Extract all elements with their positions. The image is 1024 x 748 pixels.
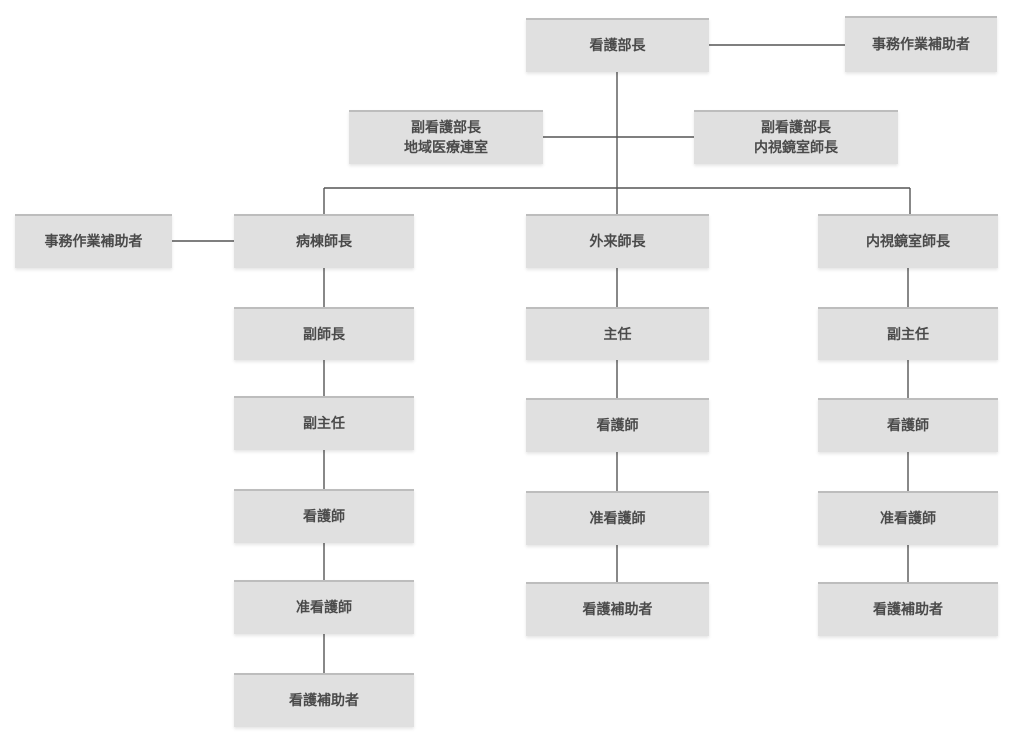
node-label: 准看護師 [880,511,936,527]
node-label: 准看護師 [296,600,352,616]
node-deputy-endoscopy: 副看護部長 内視鏡室師長 [694,110,898,164]
node-clerk-top: 事務作業補助者 [845,16,997,72]
node-endoscopy-item: 看護補助者 [818,582,998,636]
node-label-line2: 内視鏡室師長 [754,140,838,156]
node-label: 看護部長 [589,38,646,54]
node-label: 事務作業補助者 [44,234,143,250]
node-ward-item: 看護補助者 [234,673,414,727]
node-label: 主任 [603,326,632,343]
node-label-line1: 副看護部長 [411,120,481,136]
node-label: 看護師 [596,418,639,434]
node-outpatient-item: 准看護師 [526,491,709,545]
node-outpatient-item: 主任 [526,307,709,360]
node-ward-item: 准看護師 [234,580,414,634]
node-label-line1: 副看護部長 [761,120,831,136]
node-label: 外来師長 [589,234,646,250]
node-label: 病棟師長 [296,234,352,250]
node-director: 看護部長 [526,18,709,72]
node-outpatient-item: 看護師 [526,398,709,452]
node-endoscopy-item: 看護師 [818,398,998,452]
node-label: 看護補助者 [289,693,359,709]
node-ward-head: 病棟師長 [234,214,414,268]
node-endoscopy-item: 准看護師 [818,491,998,545]
node-label: 副主任 [303,416,345,432]
node-label: 看護補助者 [873,602,943,618]
node-label: 副主任 [887,326,929,343]
node-ward-item: 看護師 [234,489,414,543]
node-label: 看護師 [303,509,345,525]
node-label: 看護補助者 [582,602,653,618]
node-label: 看護師 [887,418,929,434]
node-label: 副師長 [303,326,345,343]
node-label: 内視鏡室師長 [866,234,950,250]
node-label: 事務作業補助者 [872,37,970,53]
node-endoscopy-head: 内視鏡室師長 [818,214,998,268]
node-label-line2: 地域医療連室 [404,140,488,156]
node-outpatient-item: 看護補助者 [526,582,709,636]
node-ward-item: 副師長 [234,307,414,360]
node-deputy-regional: 副看護部長 地域医療連室 [349,110,543,164]
node-outpatient-head: 外来師長 [526,214,709,268]
node-clerk-ward: 事務作業補助者 [15,214,172,268]
node-ward-item: 副主任 [234,396,414,450]
node-endoscopy-item: 副主任 [818,307,998,360]
node-label: 准看護師 [589,511,646,527]
